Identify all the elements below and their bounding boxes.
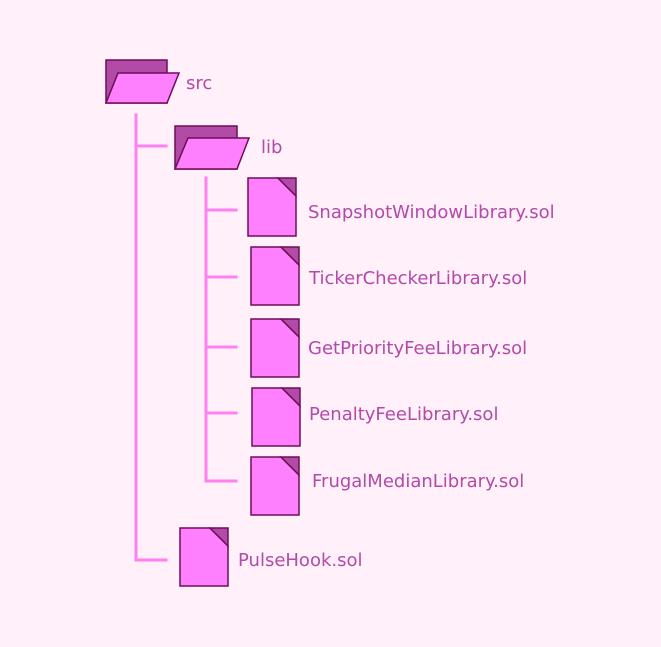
- file-icon: [179, 527, 229, 587]
- file-icon: [247, 177, 297, 237]
- tree-node-file[interactable]: FrugalMedianLibrary.sol: [250, 456, 524, 516]
- tree-node-file[interactable]: GetPriorityFeeLibrary.sol: [250, 318, 527, 378]
- file-icon: [250, 318, 300, 378]
- file-label: GetPriorityFeeLibrary.sol: [308, 338, 527, 359]
- file-icon: [250, 456, 300, 516]
- file-label: PenaltyFeeLibrary.sol: [309, 404, 498, 425]
- tree-node-lib[interactable]: lib: [173, 125, 282, 170]
- tree-node-file[interactable]: PulseHook.sol: [179, 527, 363, 587]
- tree-connectors: [134, 113, 238, 562]
- tree-node-file[interactable]: PenaltyFeeLibrary.sol: [251, 387, 498, 447]
- folder-icon: [173, 125, 251, 170]
- file-label: SnapshotWindowLibrary.sol: [308, 202, 555, 223]
- folder-label: lib: [261, 137, 282, 158]
- tree-node-file[interactable]: TickerCheckerLibrary.sol: [250, 246, 527, 306]
- file-icon: [251, 387, 301, 447]
- file-icon: [250, 246, 300, 306]
- folder-icon: [104, 59, 181, 104]
- tree-node-src[interactable]: src: [104, 59, 212, 104]
- folder-label: src: [186, 73, 212, 94]
- tree-node-file[interactable]: SnapshotWindowLibrary.sol: [247, 177, 555, 237]
- file-label: FrugalMedianLibrary.sol: [312, 471, 524, 492]
- file-label: PulseHook.sol: [238, 550, 363, 571]
- file-label: TickerCheckerLibrary.sol: [308, 268, 527, 289]
